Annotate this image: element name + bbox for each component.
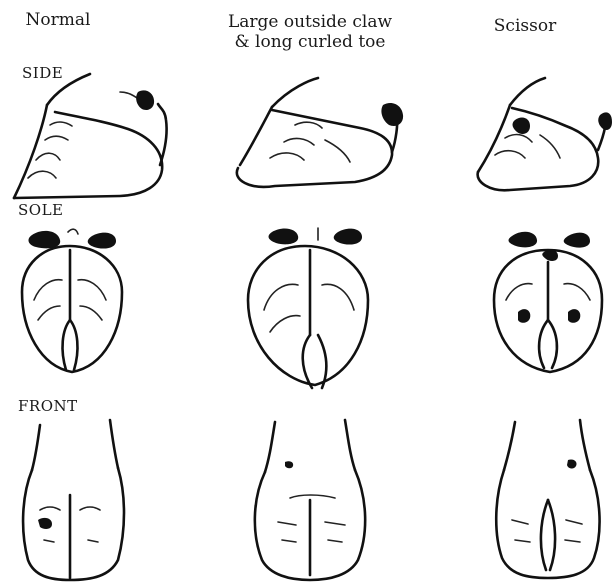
hoof-sole-normal-icon [22, 229, 122, 372]
hoof-front-scissor-icon [496, 420, 599, 578]
hoof-side-normal-icon [14, 74, 167, 198]
hoof-front-large-claw-icon [255, 420, 365, 580]
hoof-side-large-claw-icon [237, 78, 403, 187]
hoof-front-normal-icon [23, 420, 124, 580]
hoof-sole-large-claw-icon [248, 228, 368, 388]
hoof-sole-scissor-icon [494, 232, 602, 372]
hoof-side-scissor-icon [478, 78, 612, 190]
